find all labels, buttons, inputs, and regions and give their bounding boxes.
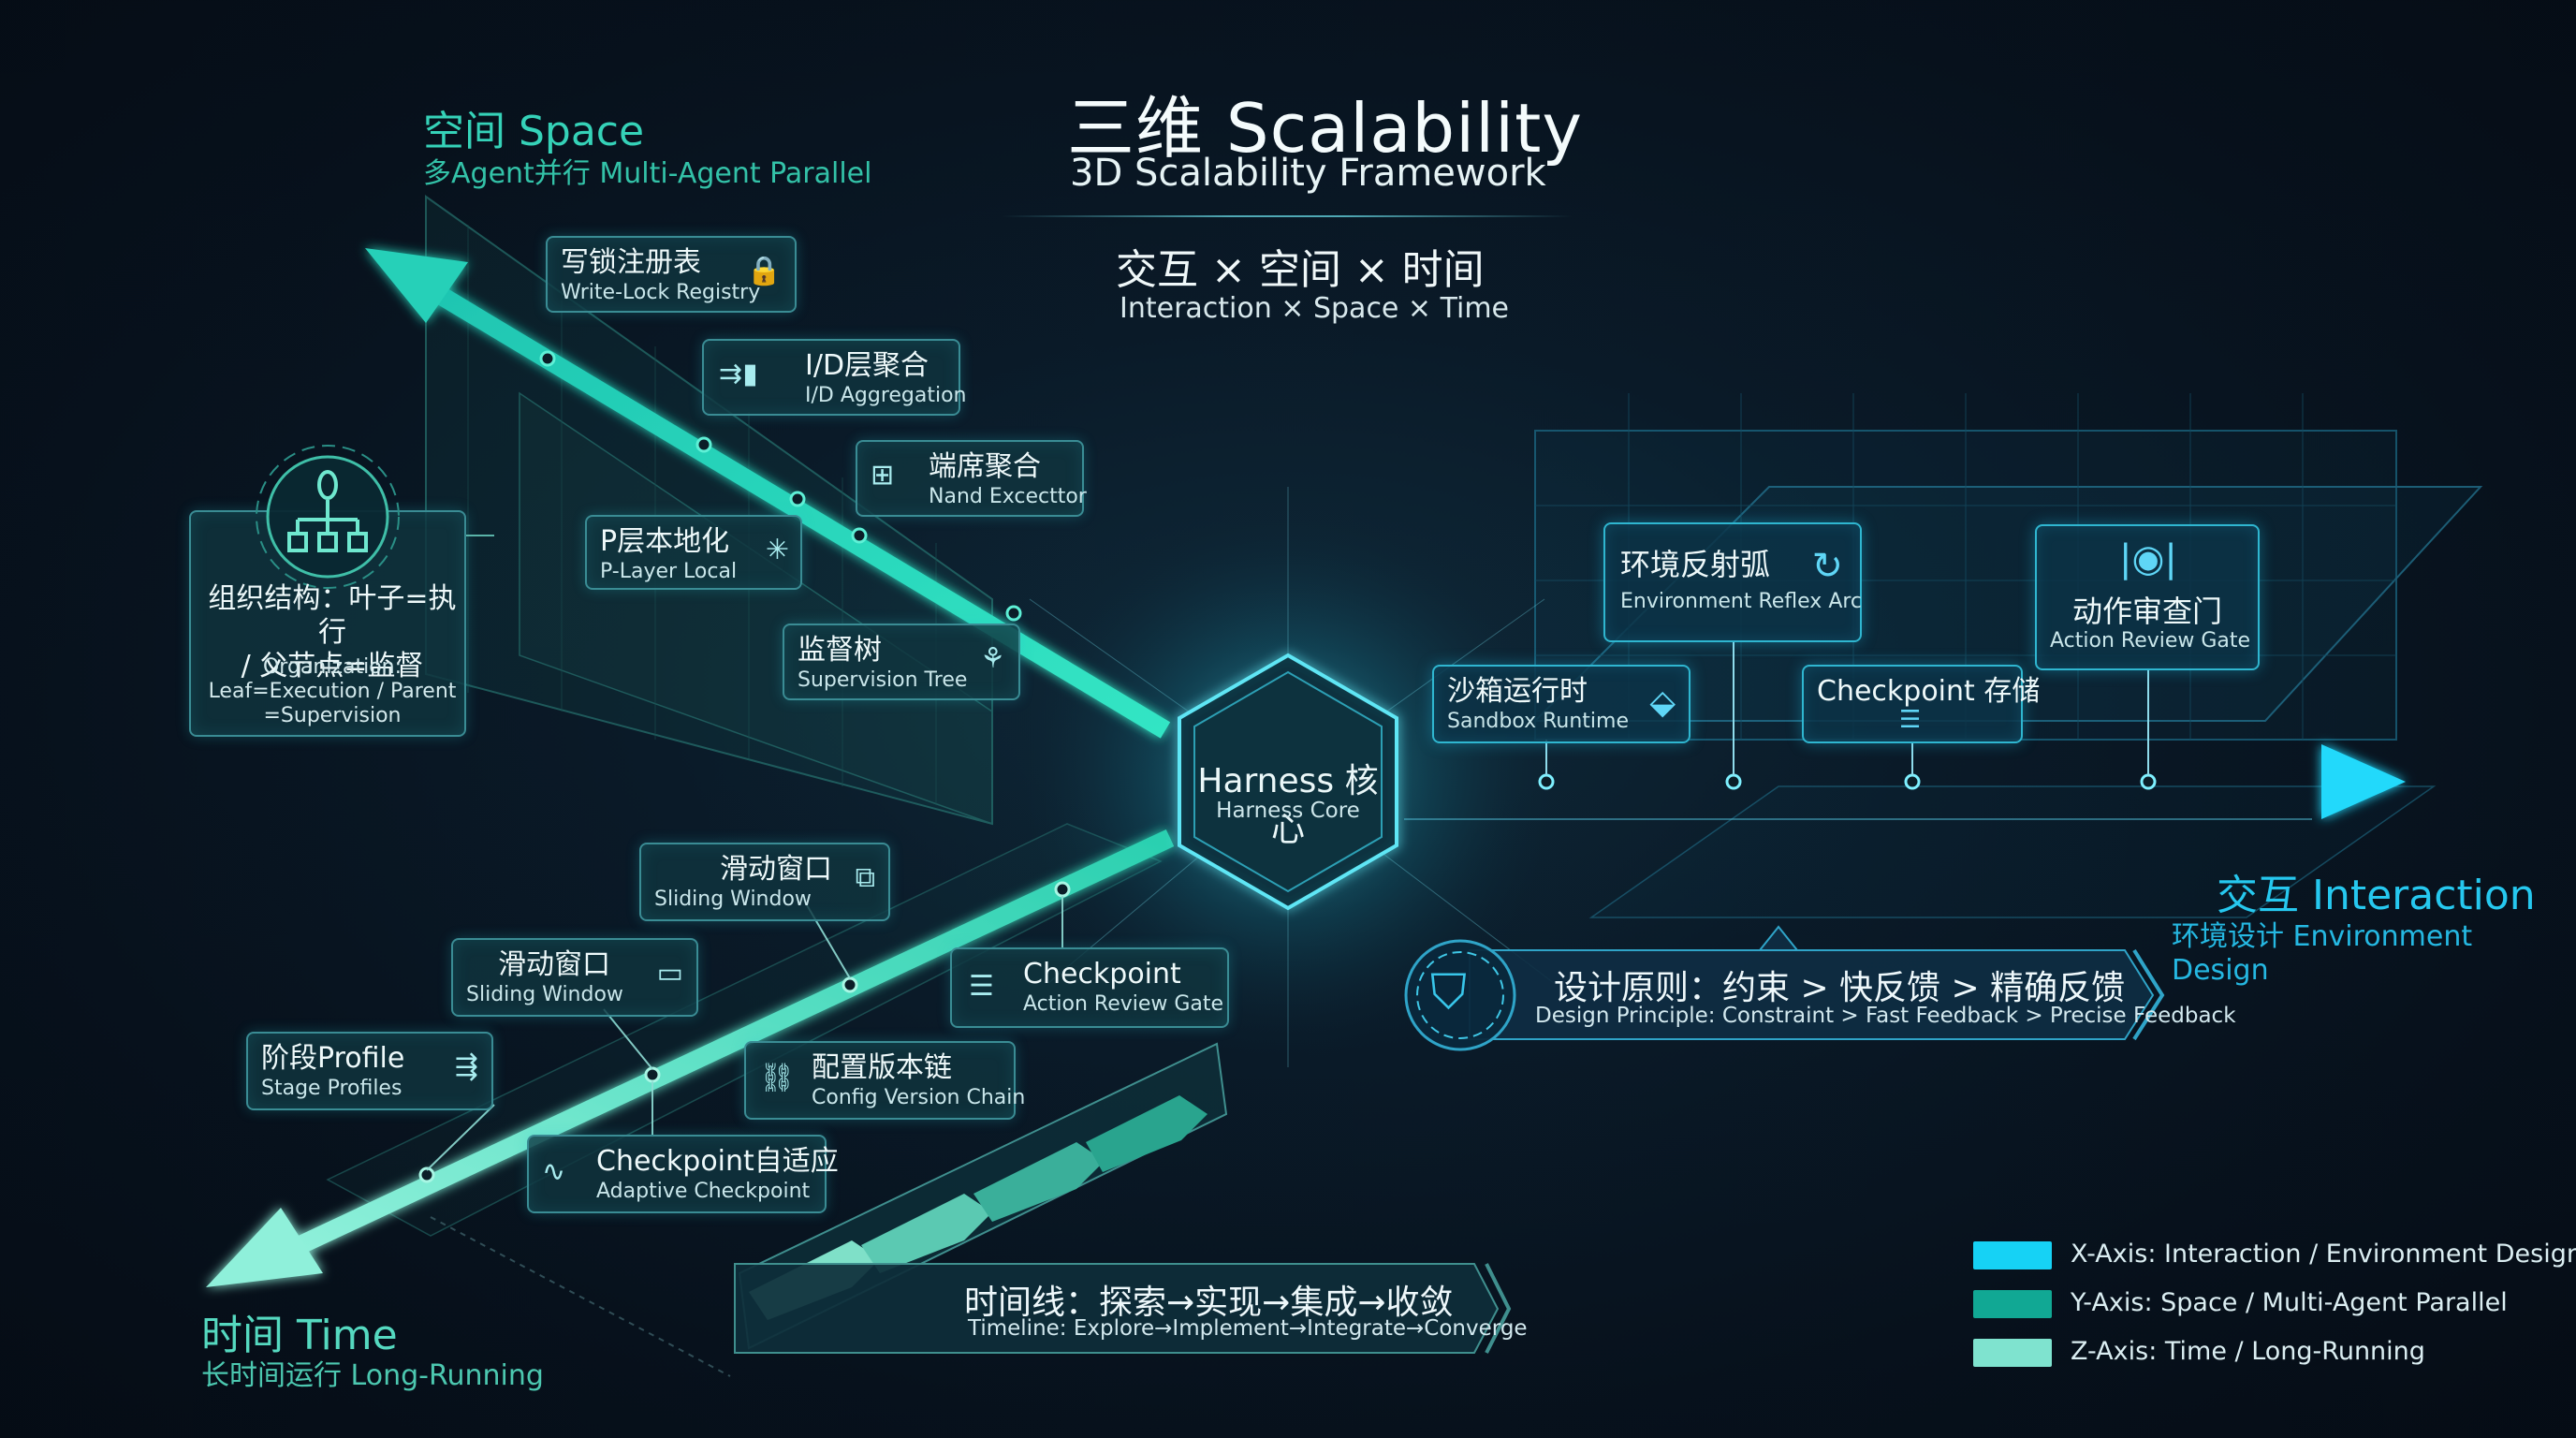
space-card-supervision-tree: 监督树 Supervision Tree ⚘ (783, 624, 1020, 700)
interaction-card-action-review-gate: |◉| 动作审查门 Action Review Gate (2035, 524, 2260, 670)
timeline-cn: 时间线：探索→实现→集成→收敛 (964, 1284, 1454, 1322)
pulse-icon: ∿ (542, 1155, 566, 1188)
space-axis-subtitle: 多Agent并行 Multi-Agent Parallel (423, 157, 872, 190)
interaction-axis-subtitle: 环境设计 Environment Design (2172, 920, 2473, 987)
eye-icon: |◉| (2119, 537, 2177, 580)
principle-en: Design Principle: Constraint > Fast Feed… (1535, 1004, 2236, 1028)
diagram-subtitle: 3D Scalability Framework (1070, 152, 1546, 195)
merge-icon: ⇉▮ (719, 358, 758, 390)
space-axis-title: 空间 Space (423, 108, 645, 155)
interaction-plane (1532, 393, 2483, 918)
time-card-checkpoint: ☰ Checkpoint Action Review Gate (950, 947, 1229, 1028)
shield-check-icon: ⛉ (1430, 964, 1468, 1020)
legend-label-x: X-Axis: Interaction / Environment Design (2071, 1240, 2576, 1269)
database-icon: ☰ (1899, 706, 1922, 734)
window-icon: ▭ (656, 957, 683, 990)
core-subtitle: Harness Core (1216, 799, 1360, 823)
refresh-icon: ↻ (1811, 545, 1843, 588)
time-card-sliding-window-1: 滑动窗口 Sliding Window ⧉ (639, 843, 890, 921)
organization-subtitle: Organization: Leaf=Execution / Parent =S… (208, 655, 457, 727)
title-divider (1002, 215, 1573, 217)
hierarchy-icon: ⊞ (871, 459, 895, 492)
database-icon: ☰ (969, 970, 994, 1003)
principle-cn: 设计原则：约束 > 快反馈 > 精确反馈 (1554, 969, 2126, 1007)
timeline-en: Timeline: Explore→Implement→Integrate→Co… (968, 1316, 1528, 1341)
space-card-io-aggregation: ⇉▮ I/D层聚合 I/D Aggregation (702, 339, 967, 416)
time-card-stage-profiles: 阶段Profile Stage Profiles ⇶ (246, 1032, 493, 1110)
space-axis (365, 248, 1171, 739)
tree-icon: ⚘ (980, 642, 1005, 675)
legend-label-z: Z-Axis: Time / Long-Running (2071, 1337, 2425, 1366)
timeline-banner (734, 1263, 1512, 1354)
legend-label-y: Y-Axis: Space / Multi-Agent Parallel (2071, 1288, 2508, 1317)
harness-core-hexagon (1178, 653, 1398, 911)
window-icon: ⧉ (855, 861, 875, 894)
interaction-card-reflex-arc: 环境反射弧 Environment Reflex Arc ↻ (1603, 522, 1862, 642)
link-icon: ⛓ (759, 1062, 796, 1094)
interaction-axis (1399, 744, 2406, 819)
legend-swatch-z (1973, 1339, 2052, 1367)
sandbox-icon: ⬙ (1649, 683, 1676, 722)
time-card-config-version-chain: ⛓ 配置版本链 Config Version Chain (744, 1041, 1025, 1120)
interaction-card-sandbox-runtime: 沙箱运行时 Sandbox Runtime ⬙ (1432, 665, 1690, 743)
legend-swatch-y (1973, 1290, 2052, 1318)
formula-cn: 交互 × 空间 × 时间 (1116, 246, 1485, 294)
cluster-icon: ✳ (765, 534, 789, 566)
lock-icon: 🔒 (746, 255, 782, 287)
time-axis (206, 829, 1175, 1287)
space-card-p-layer-local: P层本地化 P-Layer Local ✳ (585, 515, 802, 590)
principle-banner (1404, 925, 2165, 1051)
stages-icon: ⇶ (454, 1050, 478, 1083)
time-axis-title: 时间 Time (201, 1312, 398, 1359)
formula-en: Interaction × Space × Time (1120, 292, 1510, 325)
core-title: Harness 核心 (1197, 762, 1379, 849)
organization-title: 组织结构：叶子=执行 / 父节点=监督 (208, 582, 457, 682)
interaction-axis-title: 交互 Interaction (2217, 872, 2536, 919)
time-card-sliding-window-2: 滑动窗口 Sliding Window ▭ (451, 938, 698, 1017)
time-axis-subtitle: 长时间运行 Long-Running (201, 1359, 544, 1392)
space-card-write-lock: 写锁注册表 Write-Lock Registry 🔒 (546, 236, 797, 313)
time-card-adaptive-checkpoint: ∿ Checkpoint自适应 Adaptive Checkpoint (527, 1135, 839, 1213)
space-card-nand-executor: ⊞ 端席聚合 Nand Excecttor (856, 440, 1087, 517)
interaction-card-checkpoint-storage: Checkpoint 存储 ☰ (1802, 665, 2040, 743)
diagram-title: 三维 Scalability (1067, 89, 1583, 168)
legend-swatch-x (1973, 1241, 2052, 1269)
